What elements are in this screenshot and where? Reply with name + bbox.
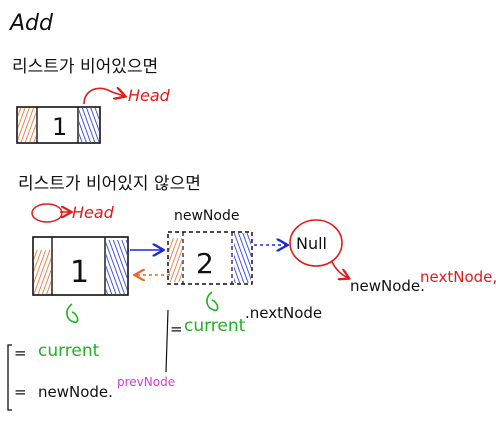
null-reference-caption: newNode. nextNode,	[350, 268, 496, 295]
prev-node-field: prevNode	[117, 375, 175, 389]
new-node-label: newNode	[174, 208, 239, 224]
node-value: 1	[52, 113, 67, 141]
prev-pointer-field	[18, 108, 36, 142]
page-title: Add	[8, 11, 54, 36]
current-next-pointer-mark	[206, 291, 219, 312]
case-empty-heading: 리스트가 비어있으면	[12, 57, 158, 77]
head-label: Head	[128, 86, 171, 105]
null-node: Null	[289, 219, 348, 278]
next-ref-field: nextNode,	[420, 268, 496, 286]
next-pointer-field	[79, 108, 99, 142]
nonempty-head-pointer: Head	[31, 203, 115, 223]
null-label: Null	[296, 234, 327, 253]
head-label: Head	[72, 203, 115, 222]
middle-assignment-group: = current .nextNode	[165, 304, 322, 373]
eq-sign: =	[14, 383, 27, 401]
next-pointer-field	[106, 240, 127, 294]
eq-sign: =	[14, 344, 27, 362]
empty-case-node: 1	[16, 106, 101, 144]
empty-case-head-pointer: Head	[83, 86, 171, 105]
next-ref-prefix: newNode.	[350, 277, 425, 295]
left-assignment-group: = current = newNode. prevNode	[7, 341, 175, 411]
current-label: current	[38, 341, 100, 361]
prev-pointer-field	[169, 238, 182, 282]
current-label: current	[184, 316, 246, 336]
eq-sign: =	[170, 320, 183, 338]
next-pointer-field	[234, 233, 251, 283]
node-value: 1	[70, 255, 89, 290]
new-node-prefix: newNode.	[38, 383, 113, 401]
next-node-suffix: .nextNode	[245, 304, 322, 322]
node-value: 2	[196, 247, 214, 280]
new-node: 2	[167, 231, 253, 285]
current-pointer-mark	[66, 303, 79, 324]
existing-node: 1	[32, 236, 129, 296]
prev-pointer-field	[34, 250, 51, 294]
case-nonempty-heading: 리스트가 비어있지 않으면	[18, 174, 201, 194]
